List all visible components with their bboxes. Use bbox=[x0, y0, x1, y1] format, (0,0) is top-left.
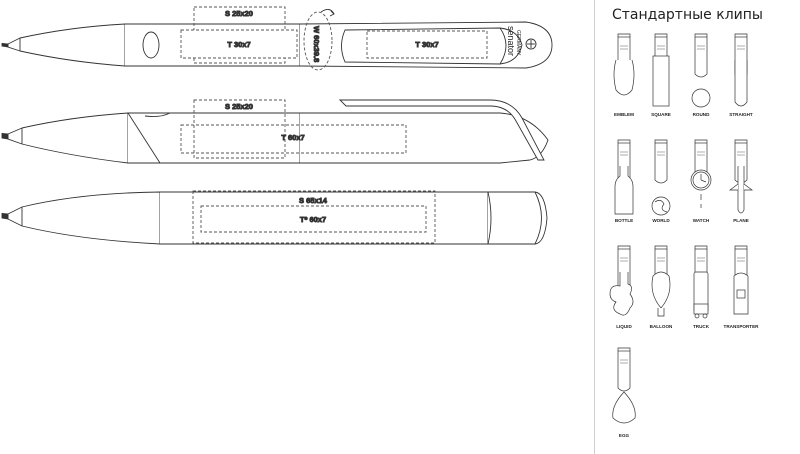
clip-label-liquid: LIQUID bbox=[616, 324, 632, 329]
pen-drawings: senator GERMANY S 25x20 T 30x7 T 30x7 W … bbox=[1, 6, 553, 245]
clip-world bbox=[651, 139, 671, 216]
clip-label-square: SQUARE bbox=[651, 112, 671, 117]
clip-square bbox=[652, 33, 670, 107]
pen3-zone-t-60x7 bbox=[200, 205, 427, 233]
pen3-zone-s-65x14 bbox=[192, 190, 436, 244]
clip-label-emblem: EMBLEM bbox=[614, 112, 634, 117]
clip-plane bbox=[728, 139, 754, 214]
clip-label-balloon: BALLOON bbox=[650, 324, 673, 329]
pen1-push-button-hole bbox=[142, 31, 160, 59]
clip-bottle bbox=[614, 139, 634, 215]
clip-round bbox=[691, 33, 711, 108]
clip-label-truck: TRUCK bbox=[693, 324, 710, 329]
pen1-zone-label-t2: T 30x7 bbox=[415, 40, 438, 49]
pen2-zone-t-60x7 bbox=[180, 124, 407, 154]
clip-straight bbox=[734, 33, 748, 107]
clip-liquid bbox=[609, 245, 634, 316]
clip-balloon bbox=[651, 245, 671, 317]
clip-transporter bbox=[733, 245, 749, 315]
pen1-zone-label-s: S 25x20 bbox=[225, 9, 253, 18]
pen2-clip bbox=[338, 99, 545, 161]
clip-label-world: WORLD bbox=[652, 218, 670, 223]
clip-emblem bbox=[613, 33, 635, 96]
clip-label-transporter: TRANSPORTER bbox=[724, 324, 760, 329]
pen1-zone-label-t1: T 30x7 bbox=[227, 40, 250, 49]
pen1-brand-subtext: GERMANY bbox=[515, 30, 521, 56]
clip-gallery: EMBLEM SQUARE ROUND STRAIGHT BOTTLE WORLD WATC… bbox=[609, 33, 760, 438]
pen-3 bbox=[1, 190, 548, 245]
panel-divider bbox=[594, 0, 595, 454]
pen1-brand-emblem bbox=[525, 38, 537, 50]
pen3-zone-label-s: S 65x14 bbox=[299, 196, 328, 205]
clip-label-bottle: BOTTLE bbox=[615, 218, 633, 223]
pen2-zone-label-t: T 60x7 bbox=[281, 133, 304, 142]
clip-label-plane: PLANE bbox=[733, 218, 749, 223]
pen1-zone-t-30x7-a bbox=[180, 29, 298, 59]
clip-truck bbox=[693, 245, 709, 319]
pen2-zone-s-25x20 bbox=[193, 99, 286, 159]
pen2-zone-label-s: S 25x20 bbox=[225, 102, 253, 111]
pen1-brand-text: senator bbox=[506, 26, 516, 56]
clip-label-round: ROUND bbox=[693, 112, 711, 117]
clip-watch bbox=[690, 139, 712, 208]
clip-label-straight: STRAIGHT bbox=[729, 112, 753, 117]
pen1-zone-t-30x7-b bbox=[366, 30, 488, 59]
pen1-zone-label-w: W 60x39.8 bbox=[312, 26, 321, 62]
pen1-zone-wrap bbox=[303, 11, 333, 71]
clip-label-egg: EGG bbox=[619, 433, 630, 438]
pen3-zone-label-t: T* 60x7 bbox=[300, 215, 326, 224]
clips-panel-title: Стандартные клипы bbox=[612, 7, 763, 23]
clip-egg bbox=[612, 347, 636, 424]
pen-1: senator GERMANY bbox=[1, 6, 553, 71]
pen-2 bbox=[1, 99, 549, 164]
clip-label-watch: WATCH bbox=[693, 218, 710, 223]
